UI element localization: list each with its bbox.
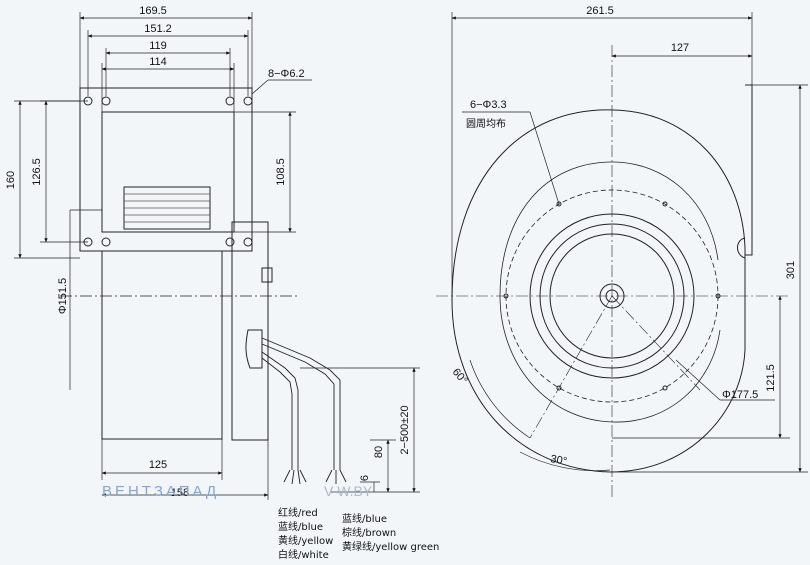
lead-wires xyxy=(261,337,347,485)
right-view xyxy=(436,12,808,500)
dim-holes-left: 8−Φ6.2 xyxy=(268,68,305,80)
dim-301: 301 xyxy=(785,261,797,279)
wire-label-white: 白线/white xyxy=(278,548,329,561)
flange-opening xyxy=(101,111,235,233)
dim-119: 119 xyxy=(149,40,167,52)
dim-80: 80 xyxy=(373,446,385,458)
left-view xyxy=(14,12,420,500)
dim-151-2: 151.2 xyxy=(144,23,172,35)
dim-114: 114 xyxy=(149,56,167,68)
scroll-housing xyxy=(451,109,746,473)
dim-holes-right: 6−Φ3.3 xyxy=(470,99,507,111)
terminal-box xyxy=(261,267,273,283)
dim-108-5: 108.5 xyxy=(275,158,287,186)
watermark-site: V-W.BY xyxy=(324,483,373,499)
dim-phi-151-5: Φ151.5 xyxy=(57,278,69,314)
wire-label-blue: 蓝线/blue xyxy=(278,520,323,533)
dim-lead-length: 2−500±20 xyxy=(399,405,411,454)
dim-6: 6 xyxy=(359,475,371,481)
angle-30: 30° xyxy=(549,453,567,468)
watermark-brand: ВЕНТЗАПАД xyxy=(102,483,219,500)
dim-169-5: 169.5 xyxy=(139,5,167,17)
dim-261-5: 261.5 xyxy=(586,5,614,17)
wire-label-brown: 棕线/brown xyxy=(342,526,396,539)
dim-160: 160 xyxy=(5,171,17,189)
dim-phi-177-5: Φ177.5 xyxy=(722,389,758,401)
side-plate xyxy=(231,221,269,441)
dim-158: 158 xyxy=(171,487,189,499)
left-dim-lines xyxy=(14,12,420,500)
wire-label-blue-2: 蓝线/blue xyxy=(342,512,387,525)
cable-gland xyxy=(245,329,263,369)
wire-label-red: 红线/red xyxy=(278,506,318,519)
dim-126-5: 126.5 xyxy=(31,158,43,186)
mounting-holes xyxy=(83,96,253,247)
housing-body xyxy=(101,250,223,440)
dim-125: 125 xyxy=(149,459,167,471)
dim-127: 127 xyxy=(671,42,689,54)
wire-label-yellow-green: 黄绿线/yellow green xyxy=(342,540,439,553)
holes-note: 圆周均布 xyxy=(466,118,506,130)
outlet-flange xyxy=(745,84,753,256)
angle-60: 60° xyxy=(450,366,470,386)
dim-121-5: 121.5 xyxy=(765,364,777,392)
wire-label-yellow: 黄线/yellow xyxy=(278,534,333,547)
right-dim-lines xyxy=(451,12,808,473)
